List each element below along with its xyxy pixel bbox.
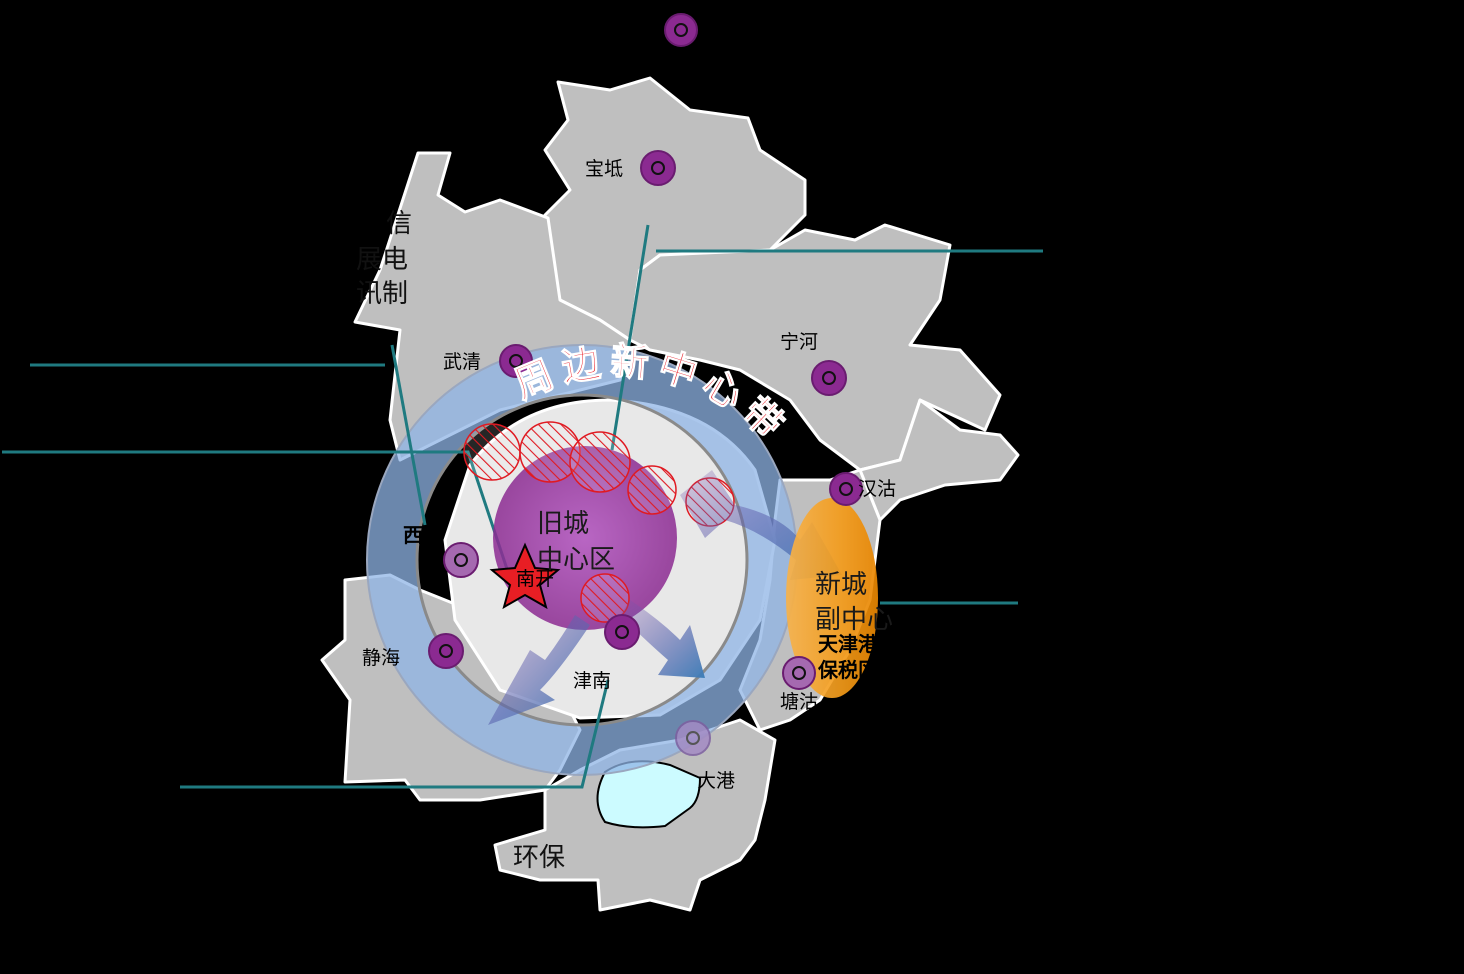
- label-xiqing: 西青: [403, 523, 443, 547]
- label-jinnan: 津南: [573, 670, 611, 692]
- leader-jinnan: [180, 679, 610, 789]
- new-city-subcenter: [786, 498, 878, 698]
- marker-jinnan-icon: [604, 614, 640, 650]
- marker-baodi-icon: [640, 150, 676, 186]
- district-ninghe: [628, 223, 1002, 472]
- district-markers: [428, 13, 863, 756]
- arrow-southeast: [620, 600, 705, 678]
- leader-xiqing: [390, 344, 427, 526]
- label-tanggu: 塘沽: [780, 691, 818, 713]
- label-dagang: 大港: [697, 770, 735, 792]
- label-wuqing: 武清: [443, 351, 481, 373]
- label-ninghe: 宁河: [780, 331, 818, 353]
- marker-dagang-icon: [675, 720, 711, 756]
- label-jinghai: 静海: [362, 647, 400, 669]
- bottom-text: 环保: [513, 843, 565, 873]
- marker-top-icon: [664, 13, 698, 47]
- partial-text-1: 信: [386, 209, 412, 239]
- label-baodi: 宝坻: [585, 158, 623, 180]
- old-center-line1: 旧城: [537, 509, 589, 539]
- marker-xiqing-icon: [443, 542, 479, 578]
- old-center-line2: 中心区: [537, 545, 615, 575]
- marker-tanggu-icon: [782, 656, 816, 690]
- star-icon: [489, 542, 561, 610]
- marker-hangu-icon: [829, 472, 863, 506]
- port-line2: 保税区: [817, 658, 878, 682]
- port-line1: 天津港: [818, 632, 879, 656]
- marker-ninghe-icon: [811, 360, 847, 396]
- marker-jinghai-icon: [428, 633, 464, 669]
- arrow-southwest: [488, 615, 590, 725]
- new-center-line2: 副中心: [815, 605, 893, 635]
- leader-baodi: [610, 224, 650, 451]
- new-center-line1: 新城: [815, 570, 867, 600]
- marker-wuqing-icon: [499, 344, 533, 378]
- partial-text-2: 展电: [356, 245, 408, 275]
- partial-text-3: 讯制: [356, 279, 408, 309]
- label-nankai: 南开: [516, 568, 554, 590]
- label-hangu: 汉沽: [858, 478, 896, 500]
